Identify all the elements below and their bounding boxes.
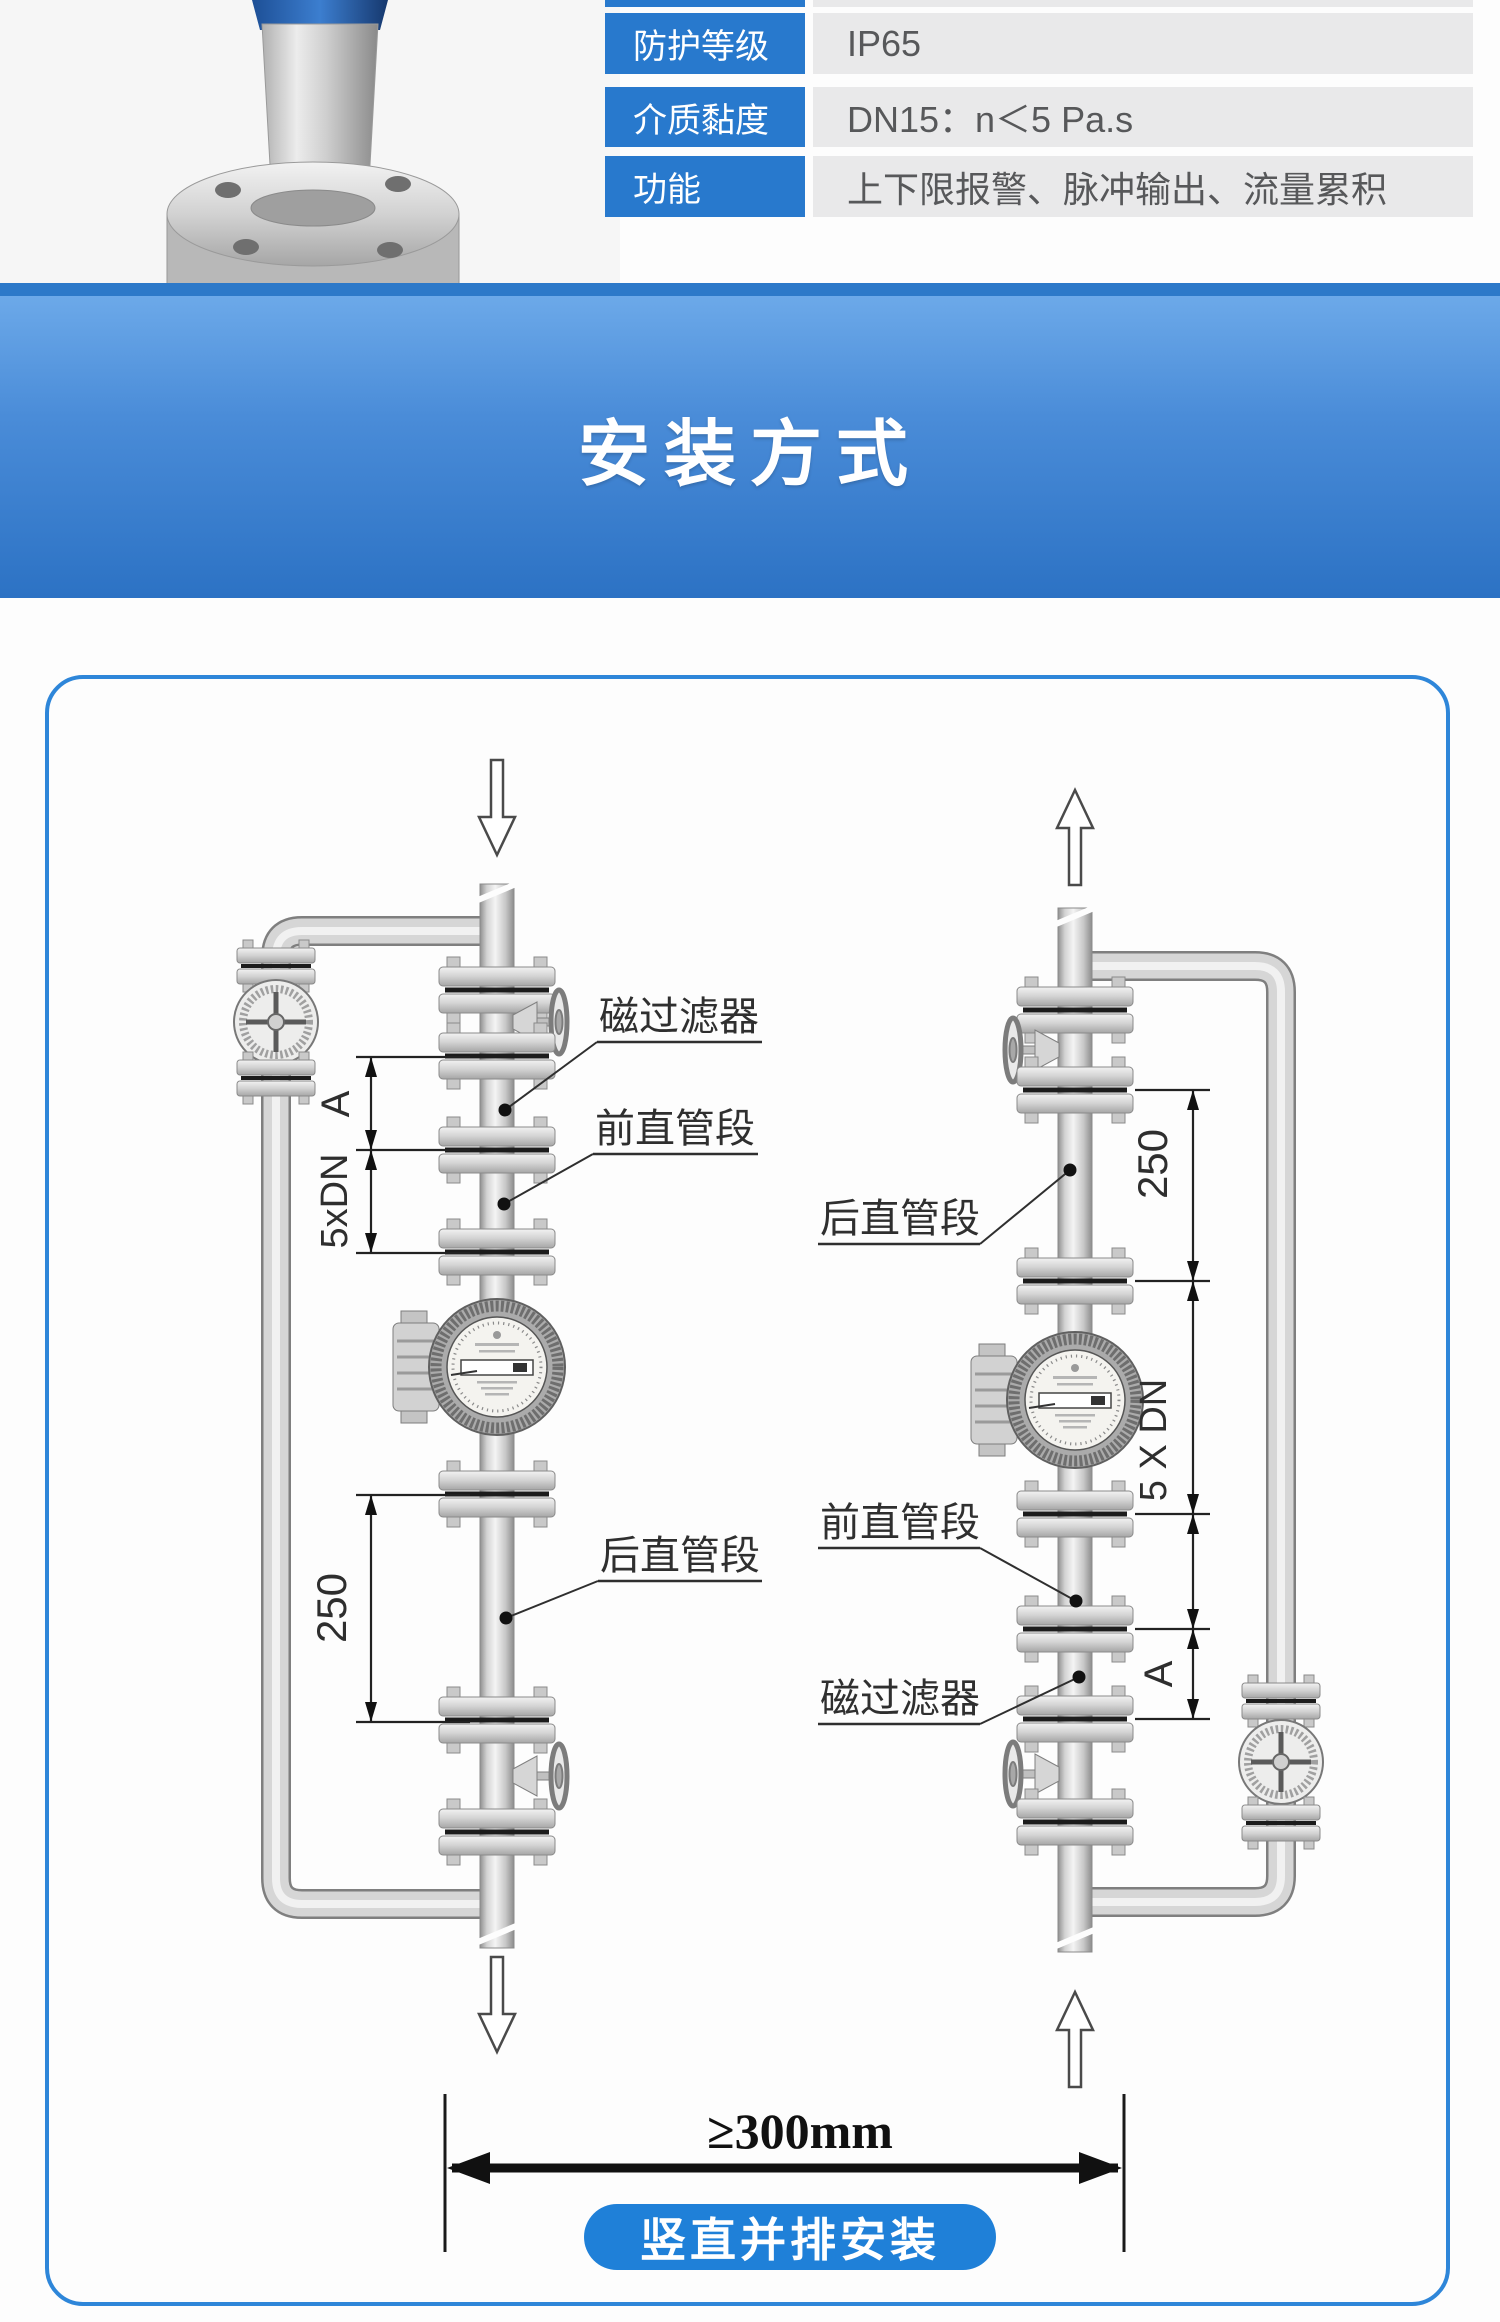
dim-a-right: A xyxy=(1137,1660,1181,1687)
callout-labels: 磁过滤器 前直管段 后直管段 后直管段 前直管段 磁过滤器 xyxy=(497,995,1086,1726)
spec-value-partial xyxy=(813,0,1473,7)
caption-pill: 竖直并排安装 xyxy=(584,2204,996,2270)
pipe-break xyxy=(476,1923,518,1945)
bypass-pipe-highlight xyxy=(1075,962,1285,1906)
left-pipe-assembly xyxy=(234,758,567,2054)
spacing-dimension: ≥300mm xyxy=(443,2094,1126,2252)
banner-top-strip xyxy=(0,283,1500,296)
dim-5dn-left: 5xDN xyxy=(314,1153,356,1248)
pipe-break xyxy=(476,881,518,903)
bolt-hole xyxy=(385,176,411,192)
spec-label-protection: 防护等级 xyxy=(605,13,805,74)
spec-label-function: 功能 xyxy=(605,156,805,217)
bolt-hole xyxy=(215,182,241,198)
dim-250-right: 250 xyxy=(1129,1129,1176,1199)
sensor-blue-cap xyxy=(252,0,388,30)
label-front-straight-left: 前直管段 xyxy=(595,1107,755,1151)
dim-5dn-right: 5 X DN xyxy=(1133,1379,1175,1501)
label-front-straight-right: 前直管段 xyxy=(820,1501,980,1545)
label-rear-straight-right: 后直管段 xyxy=(820,1197,980,1241)
bolt-hole xyxy=(377,242,403,258)
spec-value-function: 上下限报警、脉冲输出、流量累积 xyxy=(813,156,1473,217)
label-magnetic-filter-right: 磁过滤器 xyxy=(820,1677,980,1721)
spec-value-viscosity: DN15：n＜5 Pa.s xyxy=(813,87,1473,147)
flange-hub xyxy=(250,189,376,227)
dim-250-left: 250 xyxy=(308,1573,355,1643)
bolt-hole xyxy=(233,239,259,255)
bypass-pipe-highlight xyxy=(272,927,500,1908)
right-pipe-assembly xyxy=(971,788,1323,2089)
diagram-frame xyxy=(45,675,1450,2306)
spec-value-protection: IP65 xyxy=(813,13,1473,74)
pipe-break xyxy=(1054,1927,1096,1949)
dim-a-left: A xyxy=(314,1090,358,1117)
label-magnetic-filter-left: 磁过滤器 xyxy=(599,995,759,1039)
section-banner: 安装方式 xyxy=(0,296,1500,598)
spec-label-partial xyxy=(605,0,805,7)
spacing-text: ≥300mm xyxy=(707,2103,893,2159)
section-title: 安装方式 xyxy=(577,414,922,495)
spec-label-viscosity: 介质黏度 xyxy=(605,87,805,147)
pipe-break xyxy=(1054,905,1096,927)
label-rear-straight-left: 后直管段 xyxy=(600,1534,760,1578)
